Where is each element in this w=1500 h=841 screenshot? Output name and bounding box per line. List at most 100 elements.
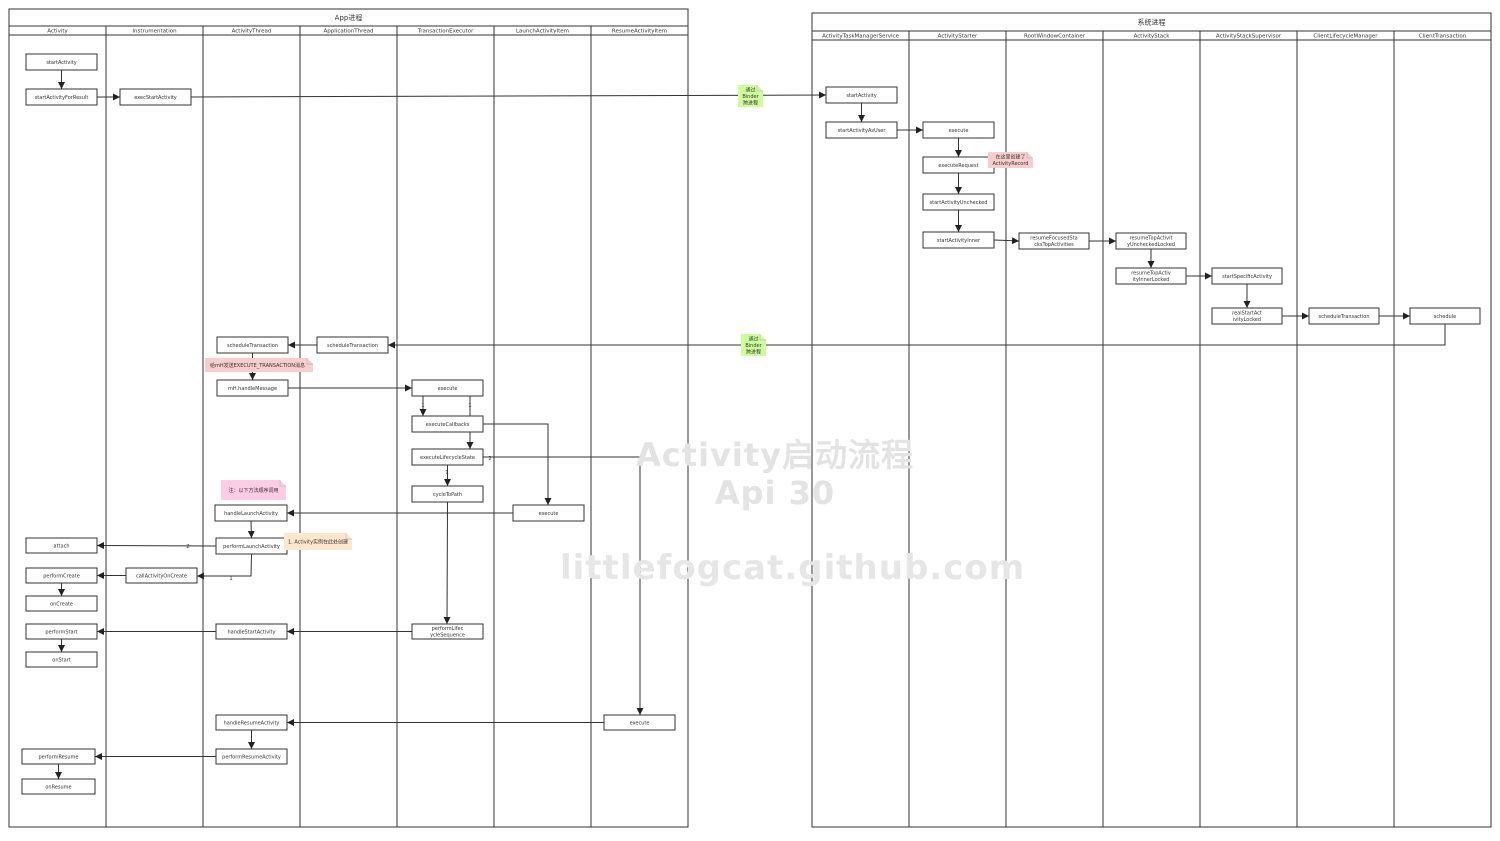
node-box — [603, 714, 676, 731]
node-a14-oncreate: onCreate — [25, 595, 98, 612]
node-box — [215, 623, 288, 640]
watermark-site: littlefogcat.github.com — [560, 548, 1026, 588]
node-a23-onresume: onResume — [21, 778, 96, 795]
node-a8-execute: execute — [512, 504, 585, 522]
node-a9-handlelaunchactivity: handleLaunchActivity — [214, 504, 288, 522]
node-a18-onstart: onStart — [25, 651, 98, 668]
node-a4-execute: execute — [411, 379, 484, 397]
edge-sequence-label: 2 — [186, 544, 190, 550]
node-label: startActivityForResult — [35, 95, 89, 101]
node-box — [1115, 267, 1187, 285]
node-a7-cycletopath: cycleToPath — [411, 485, 484, 503]
node-label: handleLaunchActivity — [224, 511, 278, 517]
mh-message-note-text: 给mH发送EXECUTE_TRANSACTION消息 — [210, 362, 305, 369]
node-box — [125, 567, 198, 584]
node-label: execStartActivity — [134, 95, 177, 101]
lane-header-instrumentation: Instrumentation — [132, 28, 177, 34]
node-a10-performlaunchactivity: performLaunchActivity — [215, 537, 288, 555]
node-label: handleStartActivity — [228, 629, 276, 635]
node-label: attach — [54, 543, 70, 549]
lane-header-activitytaskmanagerservice: ActivityTaskManagerService — [822, 33, 899, 39]
lane-header-activitystarter: ActivityStarter — [938, 33, 978, 39]
node-a19-handleresumeactivity: handleResumeActivity — [215, 714, 288, 731]
node-box — [411, 485, 484, 503]
flow-arrow — [197, 553, 252, 580]
node-label: performCreate — [43, 573, 80, 579]
app-process-pool-frame — [8, 8, 689, 828]
lane-header-clienttransaction: ClientTransaction — [1419, 33, 1467, 39]
lane-header-transactionexecutor: TransactionExecutor — [417, 28, 474, 34]
node-n2-startactivityforresult: startActivityForResult — [25, 88, 98, 106]
node-box — [1115, 232, 1187, 250]
node-label: performLaunchActivity — [223, 544, 280, 550]
node-label: startActivity — [46, 60, 76, 66]
lane-header-clientlifecyclemanager: ClientLifecycleManager — [1313, 33, 1378, 39]
watermark-title: Activity启动流程 Api 30 — [600, 436, 950, 512]
edge-sequence-label: 2 — [488, 456, 492, 462]
binder-call-arrow — [190, 91, 827, 99]
node-box — [215, 714, 288, 731]
node-box — [922, 193, 995, 211]
node-a5-executecallbacks: executeCallbacks — [411, 415, 484, 433]
node-s10-startspecificactivity: startSpecificActivity — [1211, 267, 1283, 285]
node-box — [1308, 307, 1380, 325]
node-a21-performresumeactivity: performResumeActivity — [215, 748, 288, 765]
node-box — [21, 778, 96, 795]
node-s2-startactivityasuser: startActivityAsUser — [825, 121, 898, 139]
node-box — [25, 595, 98, 612]
node-label: performStart — [45, 629, 77, 635]
node-box — [215, 748, 288, 765]
lane-header-activitythread: ActivityThread — [232, 28, 272, 34]
node-a11-attach: attach — [25, 537, 98, 554]
node-box — [1409, 307, 1481, 325]
flow-arrow — [96, 542, 217, 550]
node-box — [25, 88, 98, 106]
lane-header-activity: Activity — [47, 28, 68, 34]
node-box — [825, 121, 898, 139]
node-box — [25, 623, 98, 640]
node-n1-startactivity: startActivity — [25, 53, 98, 71]
node-a3-mh-handlemessage: mH.handleMessage — [216, 379, 289, 397]
node-box — [512, 504, 585, 522]
node-a1-scheduletransaction: scheduleTransaction — [216, 336, 289, 354]
node-s1-startactivity: startActivity — [825, 86, 898, 104]
flow-arrow — [993, 237, 1020, 245]
node-label: startActivityUnchecked — [930, 200, 988, 206]
node-box — [825, 86, 898, 104]
node-label: mH.handleMessage — [228, 386, 277, 392]
node-label: onResume — [45, 784, 71, 790]
node-box — [216, 336, 289, 354]
node-label: executeRequest — [938, 163, 978, 169]
flow-arrow — [443, 501, 451, 625]
node-box — [922, 231, 995, 249]
node-label: startSpecificActivity — [1222, 274, 1272, 280]
node-box — [216, 379, 289, 397]
node-label: execute — [630, 720, 650, 726]
node-label: scheduleTransaction — [1318, 314, 1369, 320]
node-label: startActivityInner — [937, 238, 981, 244]
node-a12-callactivityoncreate: callActivityOnCreate — [125, 567, 198, 584]
node-a22-performresume: performResume — [21, 748, 96, 765]
node-s12-scheduletransaction: scheduleTransaction — [1308, 307, 1380, 325]
flow-arrow — [483, 456, 644, 715]
lane-header-activitystacksupervisor: ActivityStackSupervisor — [1216, 33, 1282, 39]
node-label: scheduleTransaction — [327, 343, 378, 349]
node-s13-schedule: schedule — [1409, 307, 1481, 325]
node-s5-startactivityunchecked: startActivityUnchecked — [922, 193, 995, 211]
sequential-call-note-text: 注：以下方法顺序调用 — [228, 487, 278, 494]
node-label: startActivityAsUser — [838, 128, 887, 134]
app-process-pool-title: App进程 — [335, 13, 363, 22]
lane-header-resumeactivityitem: ResumeActivityItem — [612, 28, 667, 34]
flow-arrow — [483, 423, 552, 505]
node-box — [25, 537, 98, 554]
watermark-line1: Activity启动流程 — [636, 436, 914, 474]
